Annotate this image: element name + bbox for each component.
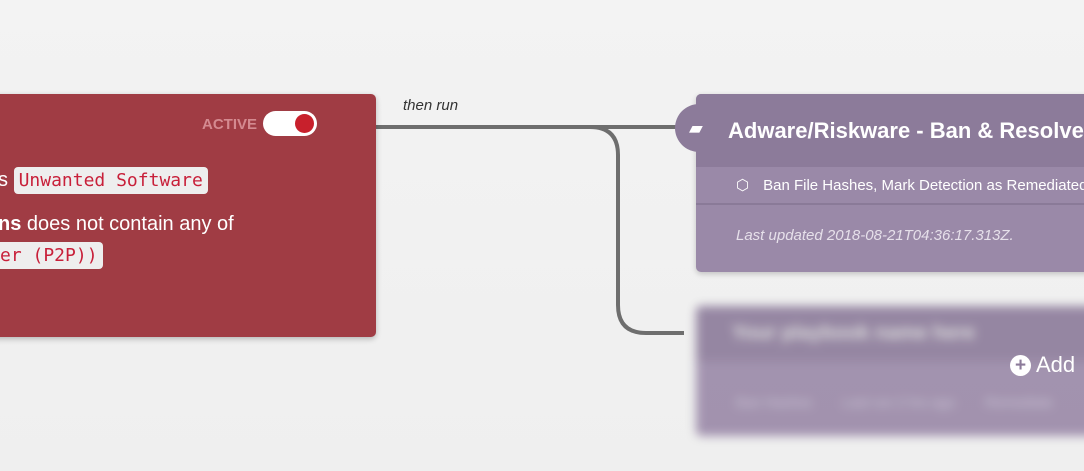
condition-text: s	[0, 169, 8, 191]
book-icon: ▰	[689, 117, 703, 138]
playbook-card[interactable]: Adware/Riskware - Ban & Resolve ⬡ Ban Fil…	[696, 94, 1084, 272]
playbook-title: Adware/Riskware - Ban & Resolve	[728, 117, 1084, 143]
placeholder-footer-item: Ban Hashes	[736, 394, 813, 410]
placeholder-playbook-card: Your playbook name here Ban Hashes Last r…	[680, 306, 1084, 436]
cube-icon: ⬡	[736, 177, 750, 194]
value-chip: Unwanted Software	[13, 167, 208, 194]
placeholder-title: Your playbook name here	[696, 306, 1084, 361]
placeholder-footer-item: Remediate	[985, 394, 1053, 410]
placeholder-footer-item: Last run 2 hrs ago	[842, 394, 956, 410]
playbook-tab: ▰	[675, 104, 725, 152]
field-name: ns	[0, 213, 22, 235]
active-toggle[interactable]	[263, 111, 317, 136]
active-label: ACTIVE	[202, 116, 258, 133]
plus-circle-icon: +	[1010, 354, 1031, 376]
toggle-knob	[295, 114, 314, 133]
condition-text: does not contain any of	[21, 213, 234, 235]
rule-condition-3: er (P2P))	[0, 242, 103, 269]
last-updated: Last updated 2018-08-21T04:36:17.313Z.	[736, 227, 1014, 244]
connector-label: then run	[403, 97, 459, 114]
value-chip: er (P2P))	[0, 242, 103, 269]
rule-condition-1: s Unwanted Software	[0, 167, 208, 194]
rule-condition-2: ns does not contain any of	[0, 213, 234, 236]
playbook-actions: Ban File Hashes, Mark Detection as Remed…	[763, 176, 1084, 194]
add-playbook-button[interactable]: +Add	[1010, 352, 1075, 378]
trigger-rule-card[interactable]	[0, 94, 376, 337]
add-label: Add	[1036, 352, 1076, 377]
